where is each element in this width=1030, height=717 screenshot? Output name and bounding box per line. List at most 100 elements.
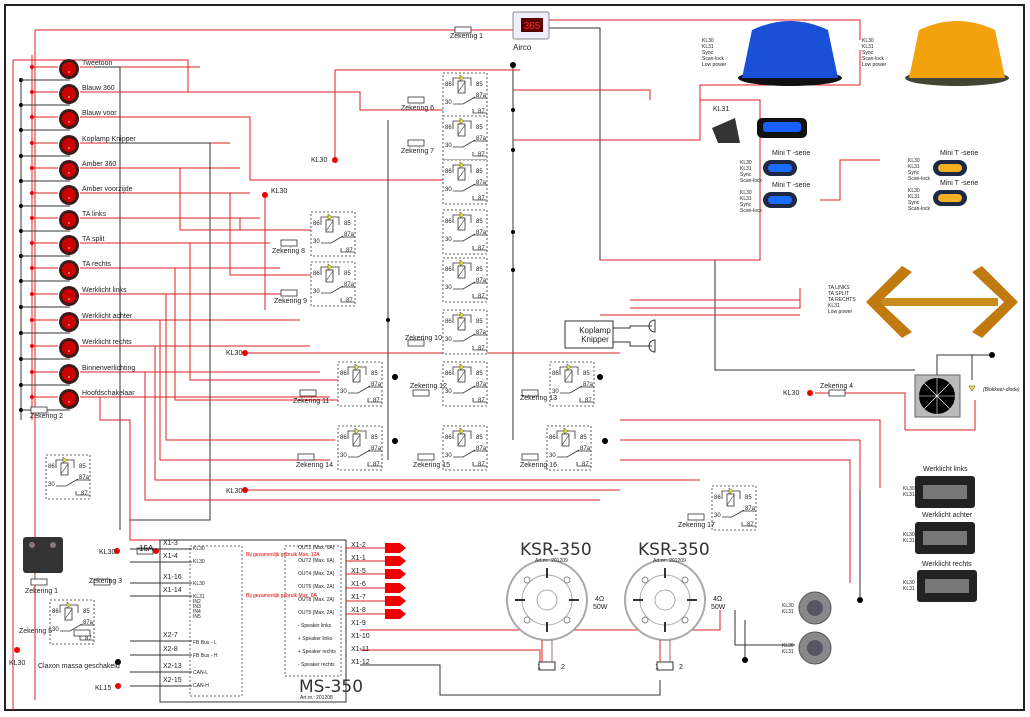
wire [613,325,652,329]
relay-pin: 87 [585,398,592,404]
siren-pin-right: X1-5 [351,568,366,575]
relay-coil-line [64,608,73,620]
junction-node [511,268,515,272]
relay-pin: 87 [747,522,754,528]
relay-contact [367,398,382,403]
relay-pin: 30 [340,389,347,395]
switch-indicator [68,350,70,352]
junction-node [597,374,603,380]
kl30-terminal [807,390,813,396]
switch-indicator [68,71,70,73]
relay-pin: 86 [313,221,320,227]
koplamp-module [564,320,614,349]
wire-tag: KL30 [862,38,874,44]
relay-contact [576,462,591,467]
siren-module [159,539,347,703]
siren-pin-left: X2-13 [163,663,182,670]
wire [820,159,880,201]
speaker-spec: 50W [593,604,608,611]
kl30-terminal [242,487,248,493]
fuse-15a-label: 15A [139,544,154,553]
relay-contact [472,196,487,201]
fuse-symbol [687,513,705,521]
switch-label: Blauw voor [82,110,117,117]
switch-label: Hoofdschakelaar [82,390,135,397]
siren-output-label: + Speaker rechts [298,649,336,655]
speaker-connector [538,661,556,671]
airco-display [521,18,543,32]
arrow-right-head [972,266,1018,338]
diode-icon [459,117,465,125]
relay-pin: 30 [714,513,721,519]
fuse-symbol [280,289,298,297]
siren-pin-right: X1-11 [351,646,370,653]
mini-t-led [768,164,792,172]
fuse-label: Zekering 7 [401,148,435,155]
wire-tag: KL31 [782,649,794,655]
output-flag [385,569,406,579]
relay-coil-line [564,370,573,382]
fuse-label: Zekering 9 [274,298,308,305]
kl30-label: KL30 [271,188,288,195]
wire [99,397,180,541]
worklight-lens [923,485,967,499]
wire [600,99,761,261]
relay-5 [442,257,488,303]
siren-right-panel [284,545,342,677]
switch-indicator [68,298,70,300]
relay-pin: 85 [371,371,378,377]
wire-tag: Sync [908,200,920,206]
siren-pin-left: X1-16 [163,574,182,581]
siren-pin-right: X1-2 [351,542,366,549]
wire-tag: Low power [862,62,887,68]
relay-contact [472,294,487,299]
siren-pin-right: X1-8 [351,607,366,614]
siren-input-label: CAN-H [193,683,209,689]
relay-pin: 30 [445,100,452,106]
wire-tag: Sync [740,202,752,208]
diode-icon [459,259,465,267]
relay-15 [442,425,488,471]
relay-pin: 86 [340,371,347,377]
relay-coil-line [457,124,466,136]
blue-beacon [742,21,838,78]
relay-4 [442,209,488,255]
speaker-hole [523,576,531,584]
fuse-label: Zekering 15 [413,462,450,469]
relay-coil-line [457,81,466,93]
relay-contact [741,522,756,527]
switch-label: Werklicht achter [82,313,133,320]
kl30-label: KL30 [99,549,116,556]
siren-pin-right: X1-1 [351,555,366,562]
relay-switch [453,333,476,342]
kl30-label: KL30 [226,350,243,357]
wire-tag: KL31 [740,196,752,202]
switch-label: Binnenverlichting [82,365,136,372]
diode-icon [459,211,465,219]
kl30-terminal [332,157,338,163]
speaker-model: KSR-350 [638,540,710,560]
relay-pin: 86 [445,125,452,131]
kl30-terminal [114,548,120,554]
worklight-lens [925,579,969,593]
kl15-terminal [115,683,121,689]
wire [620,419,881,488]
switch-label: Amber 360 [82,161,117,168]
kl30-label: KL30 [226,488,243,495]
relay-pin: 86 [48,464,55,470]
speaker-hole [641,576,649,584]
relay-pin: 87 [81,491,88,497]
switch-label: Koplamp Knipper [82,136,136,143]
relay-contact [340,298,355,303]
relay-pin: 86 [549,435,556,441]
relay-switch [722,509,745,518]
switch-indicator [68,401,70,403]
round-light-lens [807,600,823,616]
relay-pin: 87 [478,152,485,158]
relay-switch [56,478,79,487]
socket-screw [29,542,35,548]
relay-pin: 87a [476,330,487,336]
switch-indicator [68,172,70,174]
relay-pin: 87a [476,93,487,99]
